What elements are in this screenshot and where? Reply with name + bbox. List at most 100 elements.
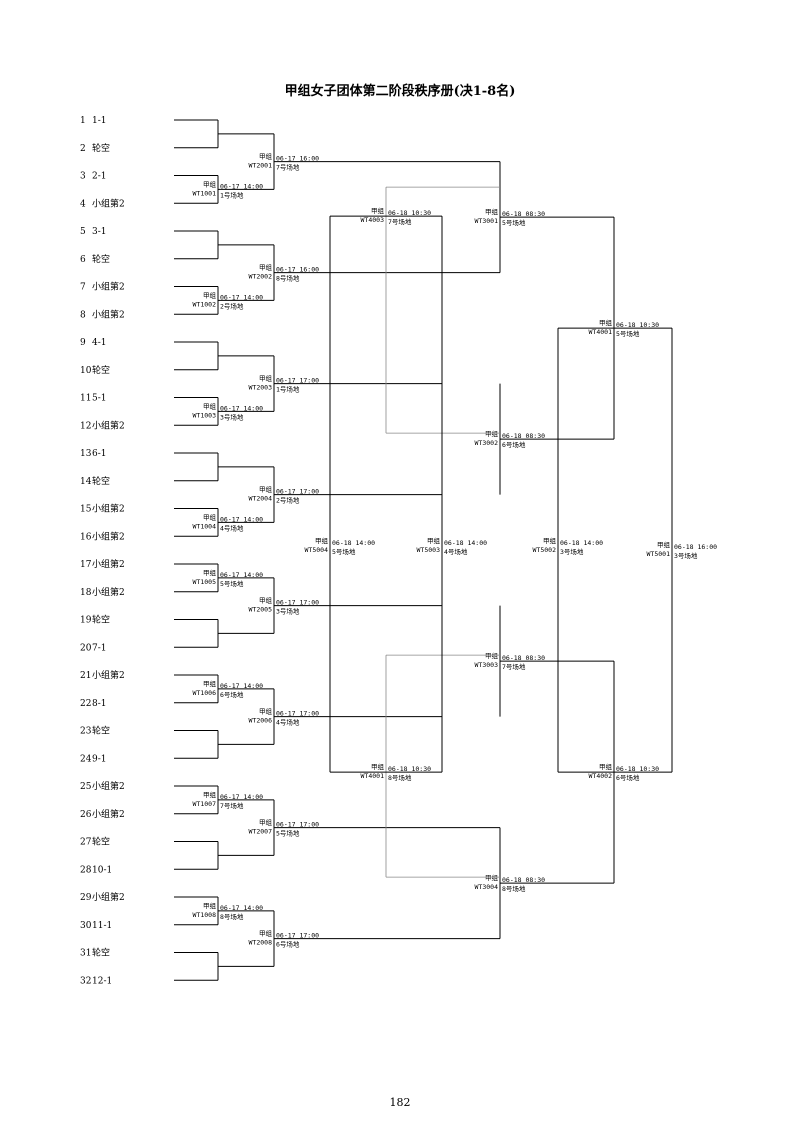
match-venue: 5号场地 <box>332 547 356 556</box>
entry-name: 12-1 <box>92 976 112 986</box>
entry-number: 17 <box>80 560 92 570</box>
match-time: 06-17 14:00 <box>220 293 263 301</box>
match-venue: 4号场地 <box>444 547 468 556</box>
match-code: WT2004 <box>249 495 273 503</box>
entry-name: 轮空 <box>92 142 110 154</box>
entry-number: 32 <box>80 976 91 986</box>
entry-number: 19 <box>80 616 92 626</box>
entry-name: 轮空 <box>92 475 110 487</box>
match-venue: 6号场地 <box>502 440 526 449</box>
entry-name: 轮空 <box>92 947 110 959</box>
entry-name: 6-1 <box>92 449 107 459</box>
match-group: 甲组 <box>427 536 441 545</box>
entry-name: 11-1 <box>92 921 112 931</box>
match-code: WT4002 <box>589 772 613 780</box>
match-time: 06-18 14:00 <box>332 539 375 547</box>
match-venue: 8号场地 <box>276 274 300 283</box>
entry-name: 3-1 <box>92 227 107 237</box>
match-code: WT2001 <box>249 162 273 170</box>
match-group: 甲组 <box>371 206 385 215</box>
entry-name: 轮空 <box>92 725 110 737</box>
entry-name: 小组第2 <box>92 530 125 542</box>
entry-name: 2-1 <box>92 172 107 182</box>
match-time: 06-18 10:30 <box>388 209 431 217</box>
match-group: 甲组 <box>315 536 329 545</box>
match-code: WT5003 <box>417 546 441 554</box>
entry-name: 小组第2 <box>92 891 125 903</box>
entry-number: 23 <box>80 727 92 737</box>
entry-name: 小组第2 <box>92 558 125 570</box>
match-code: WT5004 <box>305 546 329 554</box>
match-group: 甲组 <box>259 263 273 272</box>
match-group: 甲组 <box>485 651 499 660</box>
match-venue: 5号场地 <box>502 218 526 227</box>
entry-number: 26 <box>80 810 92 820</box>
match-venue: 3号场地 <box>674 551 698 560</box>
entry-number: 14 <box>80 477 92 487</box>
match-venue: 2号场地 <box>220 301 244 310</box>
match-venue: 6号场地 <box>220 690 244 699</box>
entry-number: 25 <box>80 782 92 792</box>
match-time: 06-18 10:30 <box>388 765 431 773</box>
match-code: WT5002 <box>533 546 557 554</box>
match-code: WT1004 <box>193 522 217 530</box>
match-group: 甲组 <box>485 207 499 216</box>
entry-name: 8-1 <box>92 699 107 709</box>
match-code: WT2003 <box>249 384 273 392</box>
match-group: 甲组 <box>203 679 217 688</box>
entry-number: 1 <box>80 116 86 126</box>
entry-number: 5 <box>80 227 86 237</box>
match-code: WT2005 <box>249 606 273 614</box>
match-venue: 8号场地 <box>388 773 412 782</box>
match-code: WT2006 <box>249 717 273 725</box>
entry-name: 小组第2 <box>92 669 125 681</box>
entry-number: 31 <box>80 949 91 959</box>
entry-name: 10-1 <box>92 865 112 875</box>
match-group: 甲组 <box>259 485 273 494</box>
match-code: WT3002 <box>475 439 499 447</box>
match-venue: 3号场地 <box>276 607 300 616</box>
match-code: WT1007 <box>193 800 217 808</box>
entry-name: 小组第2 <box>92 281 125 293</box>
match-time: 06-17 16:00 <box>276 155 319 163</box>
match-code: WT2008 <box>249 939 273 947</box>
entry-number: 7 <box>80 283 86 293</box>
match-group: 甲组 <box>485 873 499 882</box>
match-group: 甲组 <box>657 540 671 549</box>
match-venue: 7号场地 <box>276 163 300 172</box>
match-code: WT5001 <box>647 550 671 558</box>
match-time: 06-17 14:00 <box>220 515 263 523</box>
entry-name: 小组第2 <box>92 780 125 792</box>
match-venue: 4号场地 <box>220 523 244 532</box>
match-venue: 6号场地 <box>616 773 640 782</box>
match-group: 甲组 <box>371 762 385 771</box>
entry-name: 轮空 <box>92 253 110 265</box>
match-group: 甲组 <box>259 152 273 161</box>
match-group: 甲组 <box>259 596 273 605</box>
match-venue: 5号场地 <box>616 329 640 338</box>
match-code: WT3001 <box>475 217 499 225</box>
match-time: 06-17 17:00 <box>276 932 319 940</box>
match-code: WT1003 <box>193 411 217 419</box>
match-time: 06-18 16:00 <box>674 543 717 551</box>
match-code: WT1002 <box>193 300 217 308</box>
match-time: 06-18 14:00 <box>444 539 487 547</box>
match-time: 06-17 14:00 <box>220 182 263 190</box>
match-time: 06-18 14:00 <box>560 539 603 547</box>
entry-number: 3 <box>80 172 86 182</box>
entry-number: 24 <box>80 754 92 764</box>
entry-number: 28 <box>80 865 92 875</box>
match-venue: 3号场地 <box>560 547 584 556</box>
match-time: 06-17 14:00 <box>220 904 263 912</box>
entry-number: 11 <box>80 394 91 404</box>
entry-name: 小组第2 <box>92 197 125 209</box>
entry-name: 小组第2 <box>92 586 125 598</box>
match-venue: 1号场地 <box>220 190 244 199</box>
match-group: 甲组 <box>259 374 273 383</box>
match-time: 06-17 17:00 <box>276 710 319 718</box>
match-venue: 5号场地 <box>220 579 244 588</box>
entry-number: 27 <box>80 838 92 848</box>
match-code: WT2002 <box>249 273 273 281</box>
match-code: WT3004 <box>475 883 499 891</box>
match-time: 06-17 16:00 <box>276 266 319 274</box>
